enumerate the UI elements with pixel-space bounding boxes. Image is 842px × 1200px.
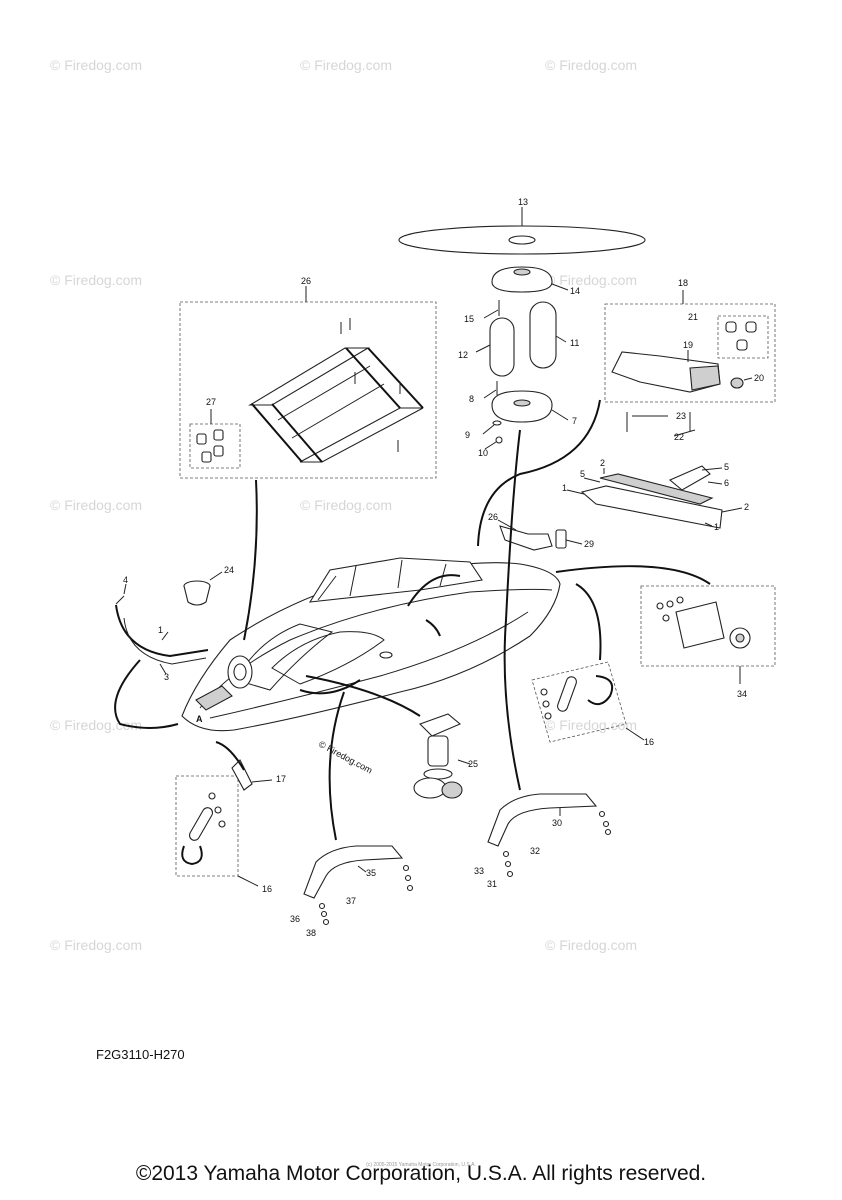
callout-30: 30 [552,818,562,828]
part-14-flange [491,266,569,293]
center-watermark: © Firedog.com [317,739,374,776]
fasteners-center [482,300,503,450]
watermark: © Firedog.com [50,272,142,288]
callout-37: 37 [346,896,356,906]
callout-21: 21 [688,312,698,322]
callout-9: 9 [465,430,470,440]
callout-34: 34 [737,689,747,699]
part-29-pin [555,529,583,549]
part-35-rail [303,845,414,926]
callout-14: 14 [570,286,580,296]
part-24-cup [183,571,223,606]
callout-22: 22 [674,432,684,442]
diagram-code: F2G3110-H270 [96,1047,185,1062]
callout-19: 19 [683,340,693,350]
part-16-eye-left [181,792,226,866]
leader-lines [114,399,711,841]
watermark: © Firedog.com [545,272,637,288]
callout-8: 8 [469,394,474,404]
callout-12: 12 [458,350,468,360]
callout-29: 29 [584,539,594,549]
callout-32: 32 [530,846,540,856]
box-16-right [531,661,627,743]
callout-5-left: 5 [580,469,585,479]
callout-11: 11 [570,338,579,348]
callout-23: 23 [676,411,686,421]
callout-36: 36 [290,914,300,924]
callout-2-right: 2 [744,502,749,512]
part-11-cylinder [529,301,567,369]
callout-35: 35 [366,868,376,878]
part-20-cap [730,377,753,389]
box-27 [189,423,241,469]
part-28-handle [497,519,553,551]
parts-22-23-bolts [626,412,696,437]
box-34 [640,585,776,667]
callout-15: 15 [464,314,474,324]
callout-18: 18 [678,278,688,288]
watermark: © Firedog.com [545,717,637,733]
part-13-round-cover [398,207,646,255]
part-2-rail [580,468,743,529]
callout-7: 7 [572,416,577,426]
part-6-clip [668,465,723,491]
callout-1-rail-bottom: 1 [714,522,719,532]
callout-6: 6 [724,478,729,488]
watermark-layer: © Firedog.com © Firedog.com © Firedog.co… [50,57,637,953]
watermark: © Firedog.com [50,937,142,953]
callout-2-top: 2 [600,458,605,468]
callout-13: 13 [518,197,528,207]
watermark: © Firedog.com [300,57,392,73]
part-19-bracket [611,350,721,393]
callout-38: 38 [306,928,316,938]
callout-24: 24 [224,565,234,575]
watermark: © Firedog.com [545,937,637,953]
watermark: © Firedog.com [50,497,142,513]
watermark: © Firedog.com [50,57,142,73]
callout-27: 27 [206,397,216,407]
hull-mark: A [196,714,203,724]
callout-26-box: 26 [301,276,311,286]
callout-5-right: 5 [724,462,729,472]
box-26 [179,301,437,479]
callout-1-rail: 1 [562,483,567,493]
callouts: 13 14 15 12 11 8 7 9 10 26 27 18 21 19 2… [123,197,764,938]
part-7-flange [491,390,569,423]
boat-hull: A © Firedog.com [181,557,561,776]
watermark: © Firedog.com [545,57,637,73]
callout-16-right: 16 [644,737,654,747]
part-12-cylinder [475,317,515,377]
callout-3: 3 [164,672,169,682]
parts-1-3-4-cables [115,583,209,675]
callout-1-cable: 1 [158,625,163,635]
callout-17: 17 [276,774,286,784]
part-27-rubber-caps [196,429,224,463]
callout-20: 20 [754,373,764,383]
part-17-bracket [231,759,273,791]
callout-25: 25 [468,759,478,769]
part-21-bushings [725,321,757,351]
callout-31: 31 [487,879,497,889]
copyright-notice: ©2013 Yamaha Motor Corporation, U.S.A. A… [135,1162,707,1185]
callout-16-left: 16 [262,884,272,894]
watermark: © Firedog.com [300,497,392,513]
part-34-fitting [656,596,751,649]
callout-26-handle: 26 [488,512,498,522]
part-25-drain-plug [413,713,471,799]
box-21 [717,315,769,359]
part-30-rail [487,793,612,878]
callout-33: 33 [474,866,484,876]
part-16-eye-right [540,675,614,720]
callout-4: 4 [123,575,128,585]
box-18 [604,303,776,403]
callout-10: 10 [478,448,488,458]
tiny-notice: (c) 2005-2015 Yamaha Motor Corporation, … [366,1162,476,1168]
part-26-boarding-ladder [248,318,424,463]
